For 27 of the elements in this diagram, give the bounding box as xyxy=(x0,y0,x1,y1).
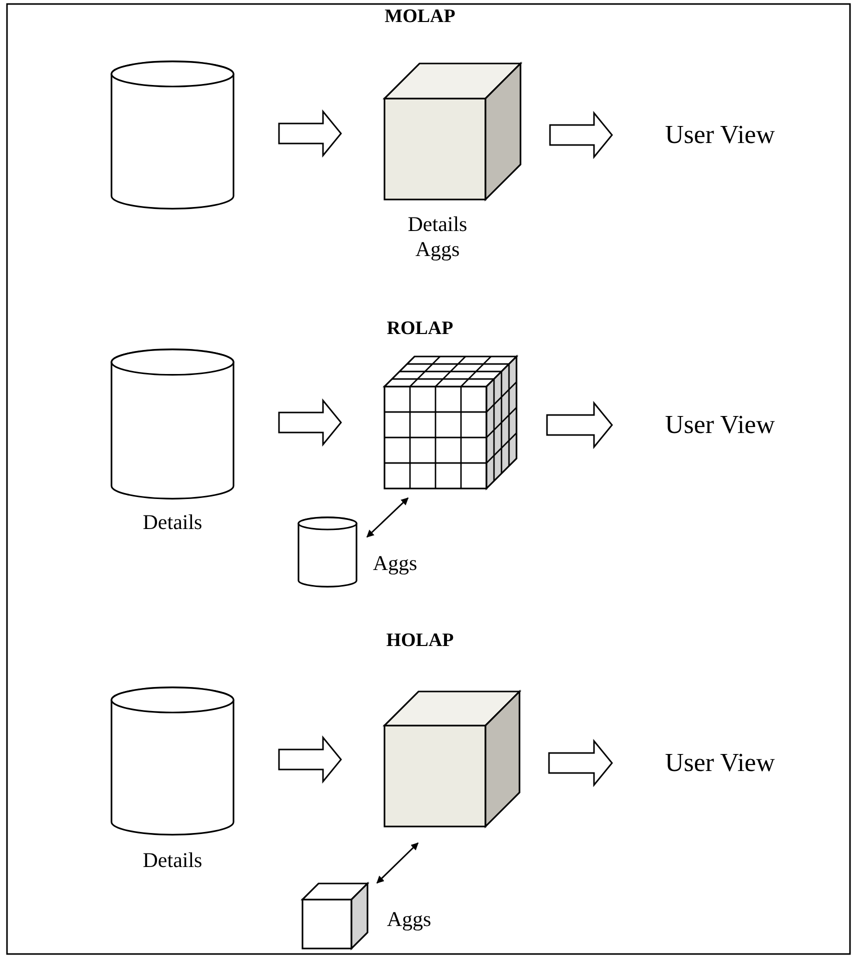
section-heading: ROLAP xyxy=(386,318,454,340)
block-arrow xyxy=(548,738,613,788)
block-arrow xyxy=(549,110,613,160)
caption-text: Details xyxy=(142,510,204,536)
text-label: User View xyxy=(665,748,775,778)
grid-cube xyxy=(383,355,518,490)
data-cube xyxy=(301,882,369,950)
data-cube xyxy=(383,690,521,828)
caption-text: Details Aggs xyxy=(406,212,468,262)
caption-text: Aggs xyxy=(372,551,418,576)
database-cylinder xyxy=(297,516,358,588)
block-arrow xyxy=(278,735,342,784)
section-heading: HOLAP xyxy=(386,630,454,652)
caption-text: Aggs xyxy=(386,907,432,932)
caption-text: Details xyxy=(142,848,204,874)
double-arrow xyxy=(376,842,419,884)
block-arrow xyxy=(278,109,342,158)
text-label: User View xyxy=(665,410,775,440)
block-arrow xyxy=(546,400,613,450)
text-label: User View xyxy=(665,120,775,150)
block-arrow xyxy=(278,398,342,447)
double-arrow xyxy=(366,497,409,538)
database-cylinder xyxy=(110,60,235,210)
data-cube xyxy=(383,62,522,201)
database-cylinder xyxy=(110,686,235,836)
database-cylinder xyxy=(110,348,235,500)
section-heading: MOLAP xyxy=(384,6,456,28)
